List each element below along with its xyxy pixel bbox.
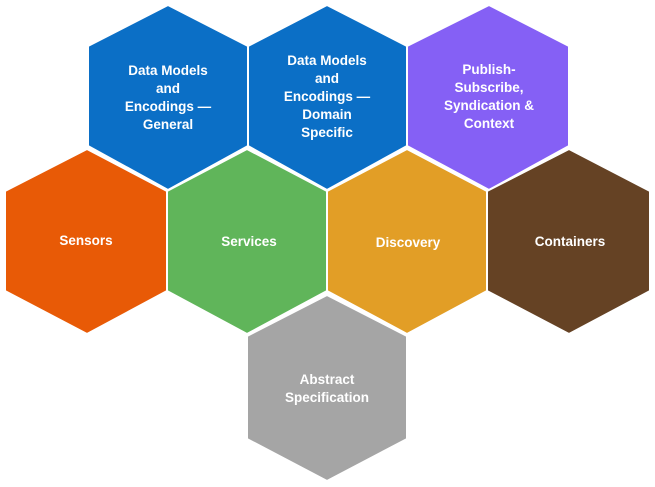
hex-abstract-specification (246, 294, 408, 482)
hex-containers (486, 148, 651, 335)
hex-publish-subscribe (406, 4, 570, 191)
